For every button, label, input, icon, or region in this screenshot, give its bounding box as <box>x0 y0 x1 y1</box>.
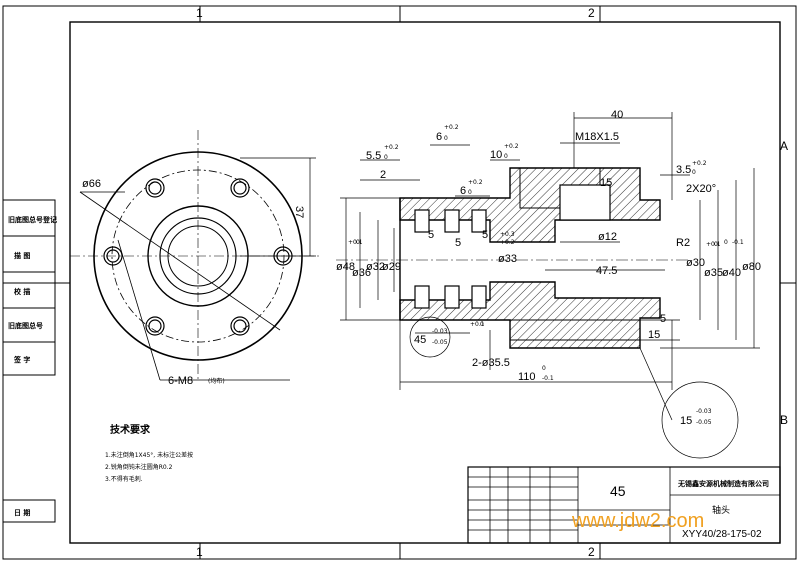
left-strip-row3: 校 描 <box>14 287 30 296</box>
dim-5r: 5 <box>660 313 666 325</box>
dim-35b-tol0: 0 <box>692 169 696 176</box>
dim-6-tol0: 0 <box>444 135 448 142</box>
dim-45-tol0: -0.05 <box>432 339 448 346</box>
dim-dia-36: ø36 <box>352 267 371 279</box>
dim-dia-40: ø40 <box>722 267 741 279</box>
dim-10-tol0: 0 <box>504 153 508 160</box>
flange-thread-label: 6-M8 <box>168 375 193 387</box>
dim-15-vertical: 15 <box>600 177 612 189</box>
dim-110: 110 <box>518 371 536 383</box>
flange-view <box>70 130 320 381</box>
dim-15: 15 <box>680 415 692 427</box>
dim-10: 10 <box>490 149 502 161</box>
dim-6-tol: +0.2 <box>444 124 459 131</box>
dim-45-tol: -0.03 <box>432 328 448 335</box>
flange-thread-note: (均布) <box>208 377 225 385</box>
dim-dia-33-tol: +0.3 <box>500 231 515 238</box>
dim-chamfer: 2X20° <box>686 183 716 195</box>
tech-note-1: 1.未注倒角1X45°, 未标注公差按 <box>105 451 193 459</box>
section-dimensions <box>340 112 760 459</box>
dim-dia-40-tol0: -0.1 <box>732 239 744 246</box>
dim-thread: M18X1.5 <box>575 131 619 143</box>
dim-6b-tol0: 0 <box>468 189 472 196</box>
dim-dia-80: ø80 <box>742 261 761 273</box>
dim-45: 45 <box>414 334 426 346</box>
dim-dia-30: ø30 <box>686 257 705 269</box>
dim-5b: 5 <box>455 237 461 249</box>
dim-dia-40-tol: 0 <box>724 239 728 246</box>
dim-dia-36-tol: +0.1 <box>348 239 363 246</box>
dim-dia-355-tol0: 0 <box>480 321 484 328</box>
zone-label-right-b: B <box>780 413 788 427</box>
dim-6: 6 <box>436 131 442 143</box>
dim-dia-35: ø35 <box>704 267 723 279</box>
left-strip-row6: 日 期 <box>14 508 30 517</box>
left-strip-row5: 签 字 <box>13 355 30 364</box>
dim-dia-29: ø29 <box>382 261 401 273</box>
zone-label-right-a: A <box>780 139 788 153</box>
dim-15r: 15 <box>648 329 660 341</box>
dim-dia-33-tol0: +0.2 <box>500 239 515 246</box>
left-strip-row1: 旧底图总号登记 <box>8 215 57 224</box>
zone-ticks <box>3 6 796 559</box>
dim-2: 2 <box>380 169 386 181</box>
dim-35b-tol: +0.2 <box>692 160 707 167</box>
dim-55: 5.5 <box>366 150 381 162</box>
title-block <box>467 466 781 544</box>
title-company: 无锡鑫安源机械制造有限公司 <box>677 479 769 488</box>
dim-5a: 5 <box>428 229 434 241</box>
dim-6b-tol: +0.2 <box>468 179 483 186</box>
section-view <box>336 167 690 349</box>
zone-label-bottom-1: 1 <box>196 545 203 559</box>
watermark: www.jdw2.com <box>571 510 704 532</box>
title-material: 45 <box>610 483 626 499</box>
dim-15-tol: -0.03 <box>696 408 712 415</box>
left-strip <box>2 199 56 523</box>
dim-35b: 3.5 <box>676 164 691 176</box>
dim-dia-48: ø48 <box>336 261 355 273</box>
zone-label-top-1: 1 <box>196 6 203 20</box>
dim-dia-355: 2-ø35.5 <box>472 357 510 369</box>
dim-15-tol0: -0.05 <box>696 419 712 426</box>
dim-55-tol: +0.2 <box>384 144 399 151</box>
tech-note-2: 2.锐角倒钝未注圆角R0.2 <box>105 463 173 471</box>
tech-notes-title: 技术要求 <box>110 423 151 436</box>
flange-dia-label: ø66 <box>82 178 101 190</box>
dim-10-tol: +0.2 <box>504 143 519 150</box>
title-drawing-no: XYY40/28-175-02 <box>682 529 762 540</box>
dim-r2: R2 <box>676 237 690 249</box>
dim-dia-35-tol0: 0 <box>714 241 718 248</box>
dim-40: 40 <box>611 109 623 121</box>
dim-110-tol0: -0.1 <box>542 375 554 382</box>
zone-label-bottom-2: 2 <box>588 545 595 559</box>
dim-dia-35-tol: +0.1 <box>706 241 721 248</box>
title-part-name: 轴头 <box>712 504 730 516</box>
dim-dia-33: ø33 <box>498 253 517 265</box>
left-strip-row4: 旧底图总号 <box>8 321 43 330</box>
dim-475: 47.5 <box>596 265 617 277</box>
dim-110-tol: 0 <box>542 365 546 372</box>
left-strip-row2: 描 图 <box>14 251 30 260</box>
dim-dia-36-tol0: 0 <box>356 239 360 246</box>
dim-dia-12: ø12 <box>598 231 617 243</box>
tech-note-3: 3.不得有毛刺. <box>105 475 143 483</box>
flange-height-label: 37 <box>293 206 305 218</box>
dim-dia-32: ø32 <box>366 261 385 273</box>
dim-dia-355-tol: +0.1 <box>470 321 485 328</box>
zone-label-top-2: 2 <box>588 6 595 20</box>
inner-frame <box>69 21 781 544</box>
dim-5c: 5 <box>482 229 488 241</box>
dim-55-tol0: 0 <box>384 154 388 161</box>
dim-6b: 6 <box>460 185 466 197</box>
